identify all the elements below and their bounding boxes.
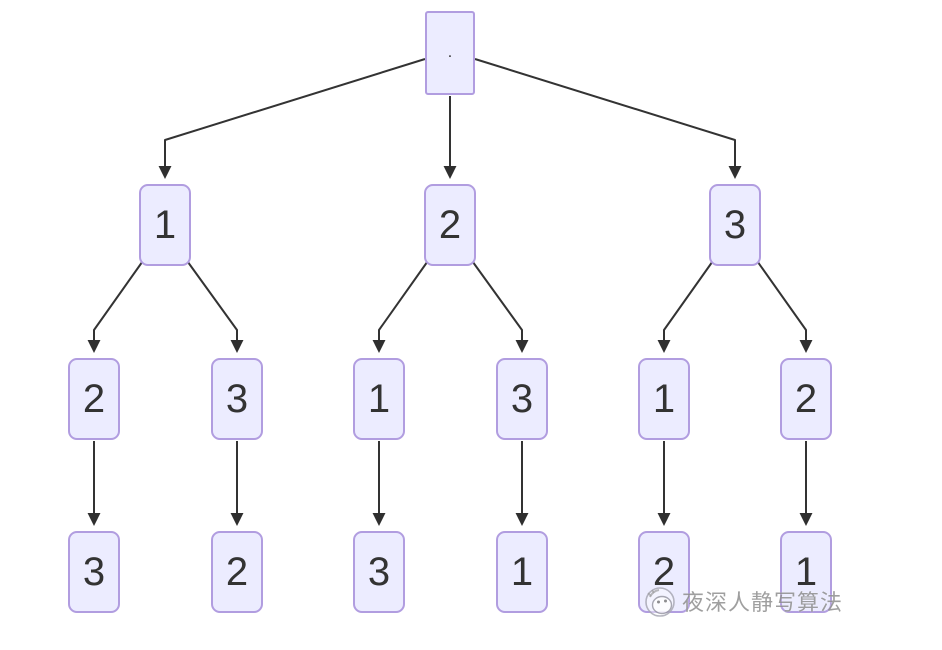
tree-node-2-1: 1 — [353, 358, 405, 440]
edge-root-1 — [158, 58, 426, 179]
tree-node-2: 2 — [424, 184, 476, 266]
watermark-text: 夜深人静写算法 — [682, 590, 844, 615]
edge-3-32 — [754, 257, 813, 353]
tree-node-2-3: 3 — [496, 358, 548, 440]
tree-node-2-1-3: 3 — [353, 531, 405, 613]
watermark: 夜深人静写算法 — [643, 584, 843, 618]
edge-root-3 — [474, 58, 742, 179]
tree-node-1-2-3: 3 — [68, 531, 120, 613]
edge-2-21 — [372, 257, 431, 353]
tree-node-1-2: 2 — [68, 358, 120, 440]
watermark-face-logo-icon — [645, 587, 675, 617]
tree-node-root: . — [425, 11, 475, 95]
edge-1-12 — [87, 257, 146, 353]
tree-node-3-2: 2 — [780, 358, 832, 440]
tree-node-3-1: 1 — [638, 358, 690, 440]
tree-node-3-2-1: 1 — [780, 531, 832, 613]
edge-2-23 — [469, 257, 529, 353]
edge-1-13 — [184, 257, 244, 353]
tree-node-1: 1 — [139, 184, 191, 266]
tree-node-3: 3 — [709, 184, 761, 266]
tree-node-1-3-2: 2 — [211, 531, 263, 613]
edge-3-31 — [657, 257, 716, 353]
tree-node-1-3: 3 — [211, 358, 263, 440]
tree-node-2-3-1: 1 — [496, 531, 548, 613]
